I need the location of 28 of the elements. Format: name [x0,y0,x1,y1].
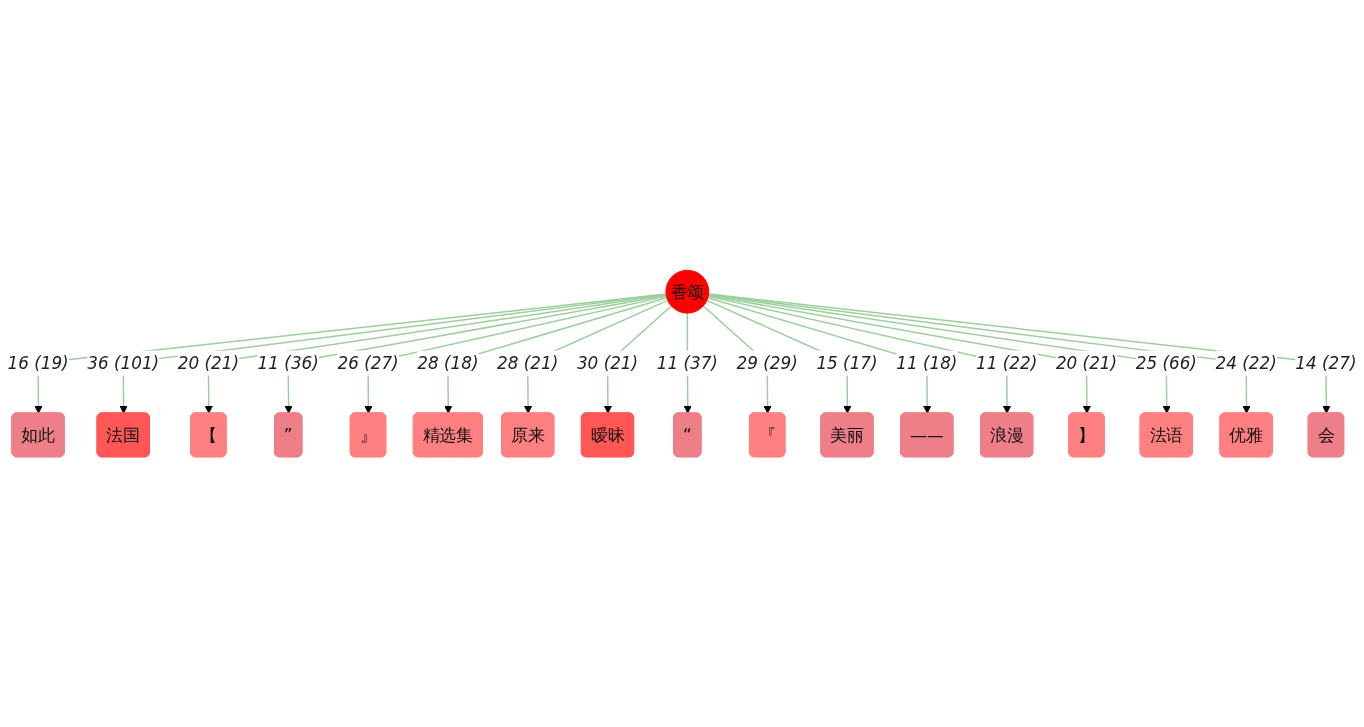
arrow [524,299,669,414]
edge-label: 14 (27) [1295,353,1357,373]
edge-label: 29 (29) [736,353,798,373]
edge-label: 26 (27) [337,353,399,373]
edge-label: 11 (22) [976,353,1038,373]
edge-label: 28 (18) [417,353,479,373]
arrow [707,297,932,414]
edge-label: 36 (101) [87,353,160,373]
arrow [364,295,668,414]
arrow [284,294,667,414]
node-circle: 香颂 [665,269,710,314]
edge-label: 28 (21) [497,353,559,373]
edge-label: 16 (19) [7,353,69,373]
edge-label: 30 (21) [576,353,639,373]
arrow [706,299,852,414]
arrow [707,295,1012,414]
edge-label: 11 (18) [896,353,958,373]
edge-label: 20 (21) [177,353,239,373]
edge-label: 11 (37) [656,353,718,373]
edge-label: 15 (17) [816,353,878,373]
edge-label: 20 (21) [1055,353,1118,373]
arrow [707,294,1171,414]
edge-label: 25 (66) [1135,353,1197,373]
arrow [444,297,668,414]
arrow [204,294,667,414]
edge-label: 24 (22) [1215,353,1277,373]
edge-label: 11 (36) [257,353,319,373]
arrow [707,294,1091,414]
